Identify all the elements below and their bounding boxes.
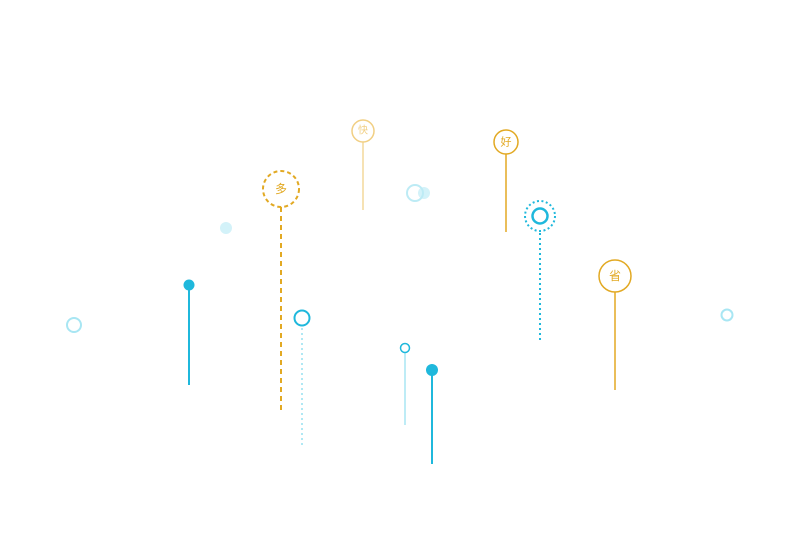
pin-sheng-badge xyxy=(598,259,632,293)
pin-kuai: 快 xyxy=(351,119,375,210)
pin-blue-small-head xyxy=(399,342,411,354)
pin-blue-solid-left xyxy=(183,279,195,385)
pin-blue-solid-bottom xyxy=(426,364,438,464)
pin-hao-badge xyxy=(493,129,519,155)
float-ring-right xyxy=(720,308,734,322)
pin-sheng: 省 xyxy=(598,259,632,390)
pin-blue-ring xyxy=(293,309,311,446)
float-dot-faint xyxy=(220,222,232,234)
pin-blue-halo-core xyxy=(531,207,549,225)
pin-blue-ring-head xyxy=(293,309,311,327)
pin-blue-halo xyxy=(524,200,556,342)
pin-kuai-badge xyxy=(351,119,375,143)
float-pair-front xyxy=(406,184,424,202)
pin-sheng-label: 省 xyxy=(609,269,621,283)
pin-duo: 多 xyxy=(262,170,300,410)
pin-hao-label: 好 xyxy=(501,135,512,149)
pin-kuai-label: 快 xyxy=(358,125,368,137)
pin-hao: 好 xyxy=(493,129,519,232)
pin-blue-small xyxy=(399,342,411,425)
pin-blue-solid-bottom-dot xyxy=(426,364,438,376)
pin-blue-halo-ring xyxy=(524,200,556,232)
pin-duo-label: 多 xyxy=(275,182,287,196)
pin-blue-solid-left-dot xyxy=(183,279,195,291)
pin-duo-badge xyxy=(262,170,300,208)
float-ring-left xyxy=(66,317,82,333)
